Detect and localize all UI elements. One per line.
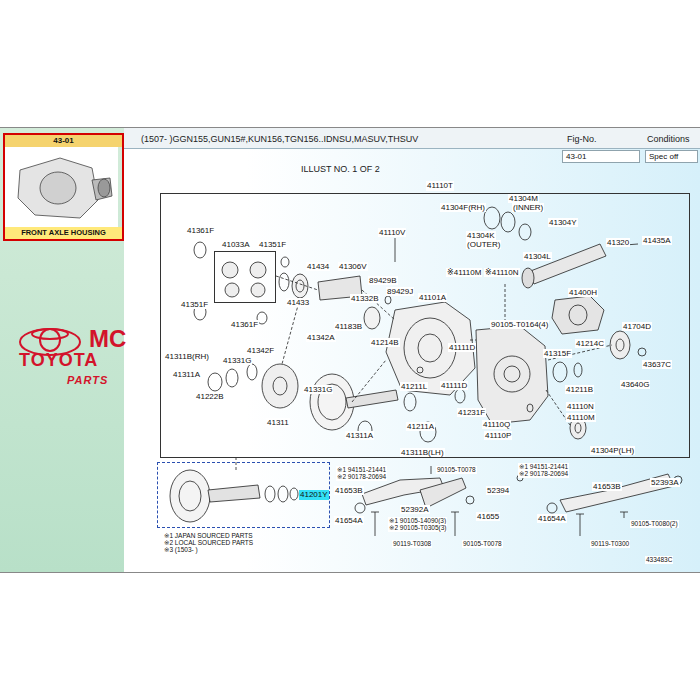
callout-number: 41211L bbox=[400, 382, 428, 391]
callout-number: 41311B(LH) bbox=[400, 448, 445, 457]
illust-code: 433483C bbox=[645, 556, 673, 564]
callout-number: 41315F bbox=[543, 349, 572, 358]
reference-number: ※2 90105-T0305(3) bbox=[388, 524, 447, 532]
header-text: (1507- )GGN155,GUN15#,KUN156,TGN156..IDN… bbox=[140, 134, 419, 145]
callout-number: (OUTER) bbox=[466, 240, 501, 249]
callout-number: 90105-T0164(4) bbox=[490, 320, 549, 329]
reference-number: 90119-T0300 bbox=[590, 540, 630, 548]
kit-dashed-box: 41201Y bbox=[157, 462, 330, 528]
reference-number: 90105-T0078 bbox=[462, 540, 503, 548]
callout-number: 52394 bbox=[486, 486, 510, 495]
callout-number: 41654A bbox=[334, 516, 364, 525]
callout-number: 41653B bbox=[334, 486, 364, 495]
header-text: Fig-No. bbox=[566, 134, 598, 145]
callout-number: 41110M bbox=[566, 413, 596, 422]
header-text: Conditions bbox=[646, 134, 691, 145]
fig-no-field: 43-01 bbox=[562, 150, 640, 163]
callout-number: 41400H bbox=[568, 288, 598, 297]
callout-number: 89429B bbox=[368, 276, 398, 285]
callout-number: 41110Q bbox=[482, 420, 511, 429]
node-title: 41201Y bbox=[299, 490, 329, 500]
callout-number: 41342A bbox=[306, 333, 336, 342]
callout-number: 41435A bbox=[642, 236, 672, 245]
callout-number: 41304F(RH) bbox=[440, 203, 486, 212]
callout-number: 41331G bbox=[303, 385, 333, 394]
node-title: Spec off bbox=[649, 151, 678, 162]
callout-number: 41361F bbox=[230, 320, 259, 329]
callout-number: 43637C bbox=[642, 360, 672, 369]
callout-number: 41311 bbox=[266, 418, 290, 427]
reference-number: ※2 90178-20694 bbox=[518, 470, 569, 478]
callout-number: 41110P bbox=[484, 431, 512, 440]
callout-number: 41361F bbox=[186, 226, 215, 235]
screen-bottom-line bbox=[0, 572, 700, 573]
reference-number: 90105-T0078 bbox=[436, 466, 477, 474]
node-title: 43-01 bbox=[5, 135, 122, 147]
reference-number: 90105-T0080(2) bbox=[630, 520, 679, 528]
callout-number: 41311A bbox=[345, 431, 374, 440]
callout-number: 41654A bbox=[537, 514, 567, 523]
callout-number: 41110V bbox=[378, 228, 406, 237]
callout-number: 41183B bbox=[334, 322, 363, 331]
callout-number: 41351F bbox=[180, 300, 209, 309]
callout-number: 41211A bbox=[406, 422, 435, 431]
callout-number: 43640G bbox=[620, 380, 650, 389]
watermark: MC bbox=[88, 326, 127, 352]
callout-number: 41304K bbox=[466, 231, 496, 240]
callout-number: 41655 bbox=[476, 512, 500, 521]
reference-number: ※2 90178-20694 bbox=[336, 473, 387, 481]
callout-number: 41231F bbox=[457, 408, 486, 417]
callout-number: 41222B bbox=[195, 392, 225, 401]
callout-number: 41433 bbox=[286, 298, 310, 307]
reference-number: 90119-T0308 bbox=[392, 540, 432, 548]
watermark: PARTS bbox=[66, 374, 109, 386]
callout-number: 41306V bbox=[338, 262, 368, 271]
callout-number: 52393A bbox=[650, 478, 680, 487]
callout-number: 41110N bbox=[566, 402, 595, 411]
callout-number: 41331G bbox=[222, 356, 252, 365]
watermark: TOYOTA bbox=[18, 350, 99, 370]
illust-number: ILLUST NO. 1 OF 2 bbox=[300, 164, 381, 175]
node-title: 41110T bbox=[426, 181, 454, 191]
callout-number: 41332B bbox=[350, 294, 380, 303]
callout-number: 41311A bbox=[172, 370, 201, 379]
subassembly-box: 41033A bbox=[214, 251, 276, 303]
figure-thumbnail-panel: 43-01FRONT AXLE HOUSING bbox=[3, 133, 124, 241]
node-title: 43-01 bbox=[566, 151, 586, 162]
conditions-field: Spec off bbox=[645, 150, 698, 163]
callout-number: 89429J bbox=[386, 287, 414, 296]
callout-number: 41214B bbox=[370, 338, 400, 347]
node-caption: FRONT AXLE HOUSING bbox=[5, 227, 122, 239]
callout-number: ※41110N bbox=[484, 268, 520, 277]
callout-number: 41311B(RH) bbox=[164, 352, 210, 361]
callout-number: 41211B bbox=[565, 385, 594, 394]
node-title: 41033A bbox=[221, 240, 251, 250]
callout-number: 52392A bbox=[400, 505, 430, 514]
callout-number: 41111D bbox=[448, 343, 476, 352]
callout-number: ※41110M bbox=[446, 268, 482, 277]
callout-number: 41653B bbox=[592, 482, 622, 491]
callout-number: 41704D bbox=[622, 322, 652, 331]
callout-number: 41320 bbox=[606, 238, 630, 247]
callout-number: 41304L bbox=[523, 252, 552, 261]
callout-number: 41111D bbox=[440, 381, 468, 390]
callout-number: 41342F bbox=[246, 346, 275, 355]
callout-number: 41304Y bbox=[548, 218, 578, 227]
callout-number: (INNER) bbox=[512, 203, 544, 212]
callout-number: 41434 bbox=[306, 262, 330, 271]
callout-number: 41214C bbox=[575, 339, 605, 348]
callout-number: 41304M bbox=[508, 194, 539, 203]
note-text: ※3 (1503- ) bbox=[163, 546, 199, 554]
callout-number: 41351F bbox=[258, 240, 287, 249]
callout-number: 41304P(LH) bbox=[590, 446, 635, 455]
callout-number: 41101A bbox=[418, 293, 447, 302]
